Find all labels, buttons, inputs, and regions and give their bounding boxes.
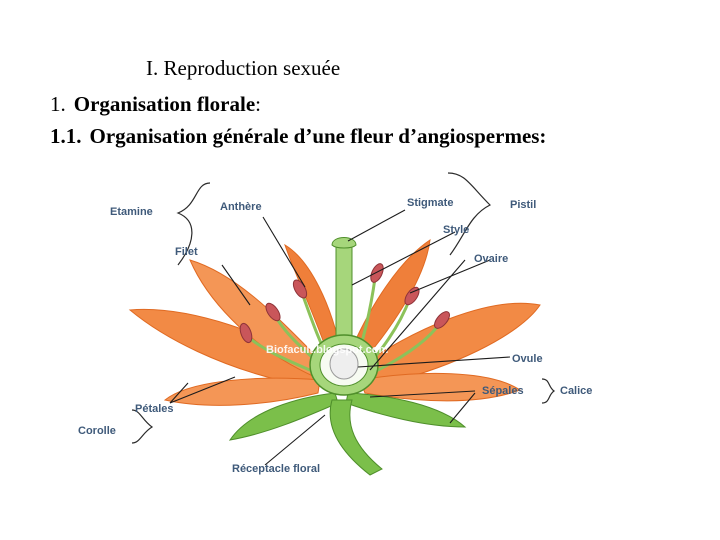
label-receptacle: Réceptacle floral xyxy=(232,463,320,475)
receptacle-stem xyxy=(329,399,383,476)
brace-pistil xyxy=(447,172,492,256)
label-etamine: Etamine xyxy=(110,206,153,218)
page-title: I. Reproduction sexuée xyxy=(146,56,341,80)
label-corolle: Corolle xyxy=(78,425,116,437)
label-anthere: Anthère xyxy=(220,201,262,213)
petal-back-left xyxy=(284,243,343,361)
label-filet: Filet xyxy=(175,246,198,258)
petal-right-lower xyxy=(359,372,522,402)
anther xyxy=(239,322,253,344)
label-sepales: Sépales xyxy=(482,385,524,397)
sepal-left xyxy=(228,392,339,441)
style xyxy=(335,244,353,346)
section-suffix: : xyxy=(255,92,261,116)
label-calice: Calice xyxy=(560,385,592,397)
label-petales: Pétales xyxy=(135,403,174,415)
petal-left-lower xyxy=(163,377,321,406)
anthers xyxy=(239,263,450,344)
section-title: Organisation florale xyxy=(73,92,256,116)
labels: Etamine Anthère Filet Stigmate Pistil St… xyxy=(78,197,592,475)
anther xyxy=(404,286,420,306)
brace-corolle xyxy=(131,409,154,444)
label-stigmate: Stigmate xyxy=(407,197,453,209)
section-heading-2: 1.1. Organisation générale d’une fleur d’… xyxy=(50,124,546,149)
petal-right xyxy=(354,302,541,388)
brace-calice xyxy=(541,378,556,404)
anther xyxy=(265,302,281,322)
subsection-number: 1.1. xyxy=(50,124,82,148)
section-number: 1. xyxy=(50,92,66,116)
flower-diagram: Biofacult.blogspot.com Etamine Anthère F… xyxy=(78,172,592,476)
petals xyxy=(128,238,541,406)
petal-back-right xyxy=(347,238,431,366)
ovule xyxy=(329,348,359,380)
leader-lines xyxy=(169,209,511,466)
sepal-right xyxy=(345,392,467,428)
label-ovule: Ovule xyxy=(512,353,543,365)
pistil xyxy=(309,237,379,396)
label-style: Style xyxy=(443,224,469,236)
braces xyxy=(131,172,556,444)
watermark: Biofacult.blogspot.com xyxy=(266,344,388,356)
calyx xyxy=(228,392,467,476)
label-pistil: Pistil xyxy=(510,199,536,211)
section-heading-1: 1. Organisation florale: xyxy=(50,92,261,117)
label-ovaire: Ovaire xyxy=(474,253,508,265)
brace-etamine xyxy=(176,182,211,266)
anther xyxy=(370,263,384,283)
subsection-title: Organisation générale d’une fleur d’angi… xyxy=(89,124,547,148)
anther xyxy=(434,311,450,329)
